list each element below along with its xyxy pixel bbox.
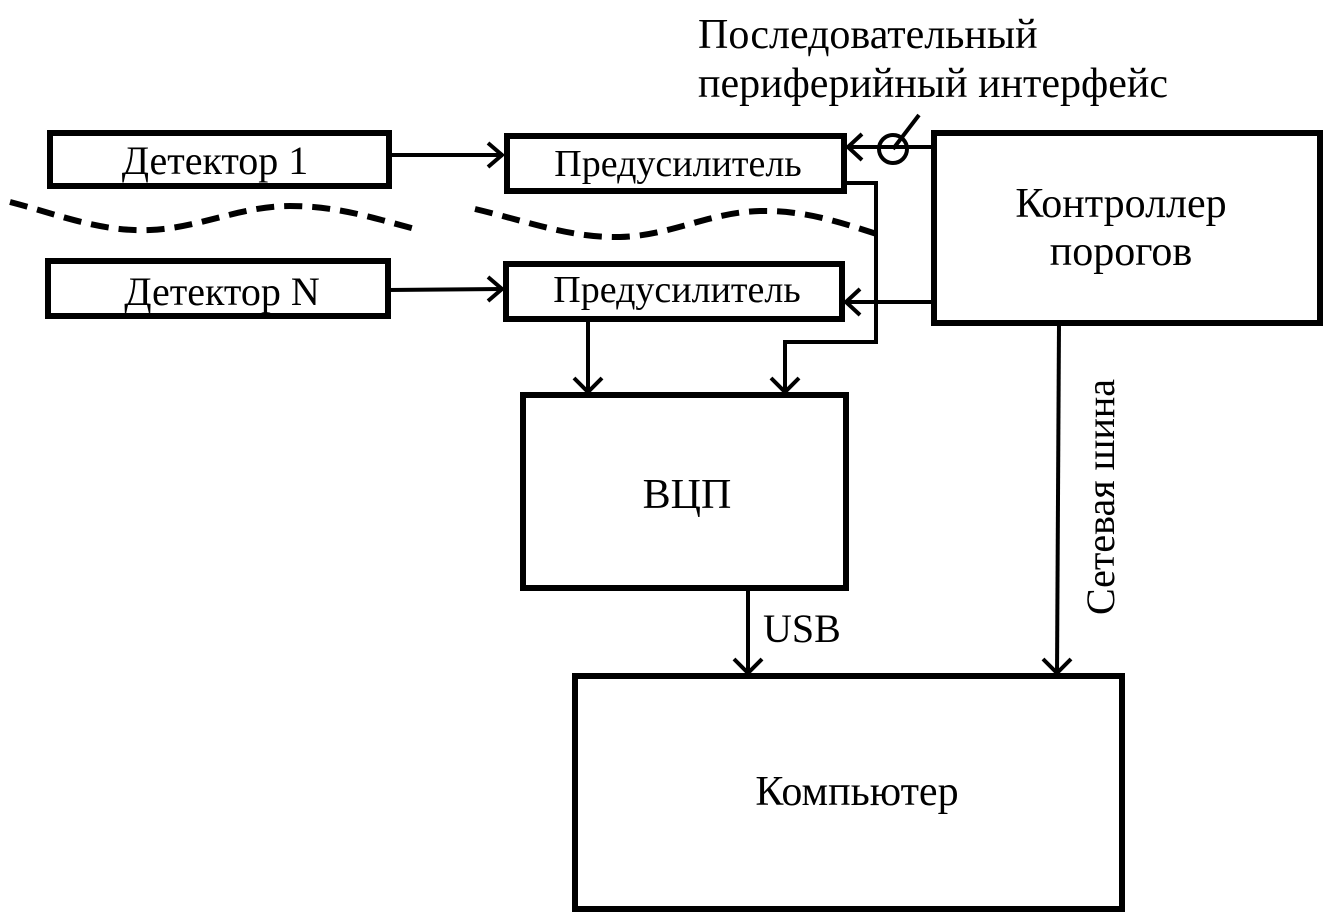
detector-1-label: Детектор 1 — [122, 138, 309, 183]
preamp1-adc-line — [783, 181, 878, 392]
network-bus-line — [1055, 322, 1061, 674]
usb-label: USB — [763, 606, 841, 651]
preamp-1-box — [504, 133, 847, 194]
detector-1-box — [47, 130, 392, 189]
detector-n-label: Детектор N — [124, 269, 320, 314]
network-bus-arrowhead — [1041, 657, 1073, 676]
usb-arrowhead — [732, 657, 764, 676]
spi-bus-marker-icon — [877, 133, 909, 165]
spi-label-line2: периферийный интерфейс — [698, 61, 1168, 107]
spi-label-line1: Последовательный — [698, 12, 1038, 58]
detector-n-box — [45, 258, 391, 319]
preamp-1-label: Предусилитель — [554, 143, 801, 185]
adc-box — [520, 392, 849, 591]
ellipsis-separator-right — [474, 206, 881, 241]
threshold-controller-box — [931, 130, 1323, 326]
preamp1-adc-arrowhead — [769, 376, 801, 395]
det1-preamp1-arrowhead — [486, 141, 506, 169]
network-bus-label: Сетевая шина — [1078, 379, 1123, 615]
spi-arrowhead — [845, 132, 864, 162]
computer-box — [572, 673, 1125, 912]
spi-label-leader — [891, 113, 921, 151]
preampn-adc-arrowhead — [572, 376, 604, 395]
preamp-n-box — [503, 261, 845, 322]
detn-prempn-line — [387, 287, 503, 292]
preamp-n-label: Предусилитель — [553, 269, 800, 311]
threshold-controller-label-line1: Контроллер — [1015, 181, 1226, 227]
detn-preampn-arrowhead — [486, 275, 506, 303]
threshold-controller-label-line2: порогов — [1050, 229, 1193, 275]
controller-preampn-arrowhead — [843, 287, 862, 317]
computer-label: Компьютер — [755, 769, 958, 815]
adc-label: ВЦП — [643, 472, 732, 518]
ellipsis-separator-left — [9, 199, 416, 234]
